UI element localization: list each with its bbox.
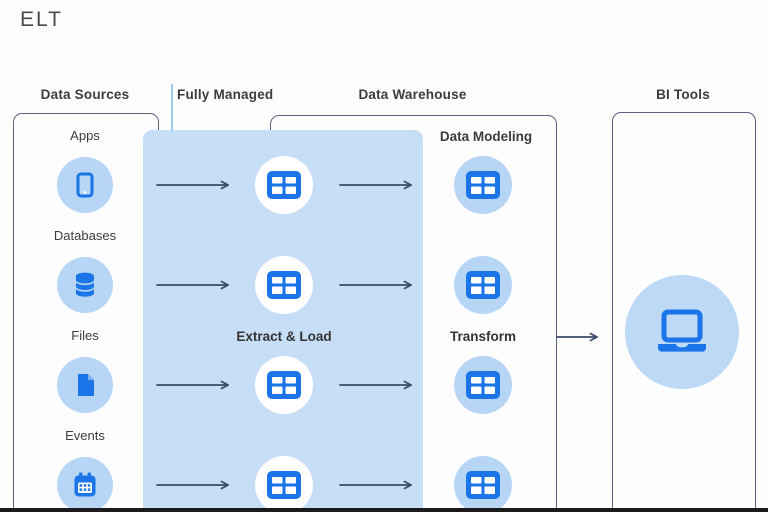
bi-tools-circle xyxy=(625,275,739,389)
transform-circle xyxy=(454,256,512,314)
transform-circle xyxy=(454,156,512,214)
smartphone-icon xyxy=(76,172,94,198)
table-icon xyxy=(267,271,301,299)
table-icon xyxy=(466,271,500,299)
table-icon xyxy=(466,171,500,199)
data-modeling-label: Data Modeling xyxy=(439,129,533,144)
extract-load-label: Extract & Load xyxy=(236,329,332,344)
transform-circle xyxy=(454,356,512,414)
apps-circle xyxy=(57,157,113,213)
table-icon xyxy=(267,371,301,399)
fully-managed-tick-line xyxy=(171,84,173,131)
bi-tools-header: BI Tools xyxy=(656,87,710,102)
source-label-events: Events xyxy=(65,428,105,443)
page-title: ELT xyxy=(20,8,63,31)
file-icon xyxy=(78,374,94,396)
table-icon xyxy=(267,471,301,499)
table-icon xyxy=(267,171,301,199)
source-label-files: Files xyxy=(71,328,99,343)
extract-load-circle xyxy=(255,356,313,414)
events-circle xyxy=(57,457,113,512)
table-icon xyxy=(466,471,500,499)
data-sources-header: Data Sources xyxy=(40,87,130,102)
files-circle xyxy=(57,357,113,413)
database-icon xyxy=(76,272,94,297)
table-icon xyxy=(466,371,500,399)
databases-circle xyxy=(57,257,113,313)
transform-circle xyxy=(454,456,512,512)
extract-load-circle xyxy=(255,456,313,512)
source-label-apps: Apps xyxy=(70,128,100,143)
transform-label: Transform xyxy=(449,329,517,344)
calendar-icon xyxy=(74,472,96,497)
laptop-icon xyxy=(658,309,706,352)
extract-load-circle xyxy=(255,156,313,214)
bi-tools-box xyxy=(612,112,756,512)
fully-managed-header: Fully Managed xyxy=(177,87,274,102)
bottom-edge-bar xyxy=(0,508,768,512)
source-label-databases: Databases xyxy=(53,228,117,243)
data-warehouse-header: Data Warehouse xyxy=(358,87,467,102)
extract-load-circle xyxy=(255,256,313,314)
